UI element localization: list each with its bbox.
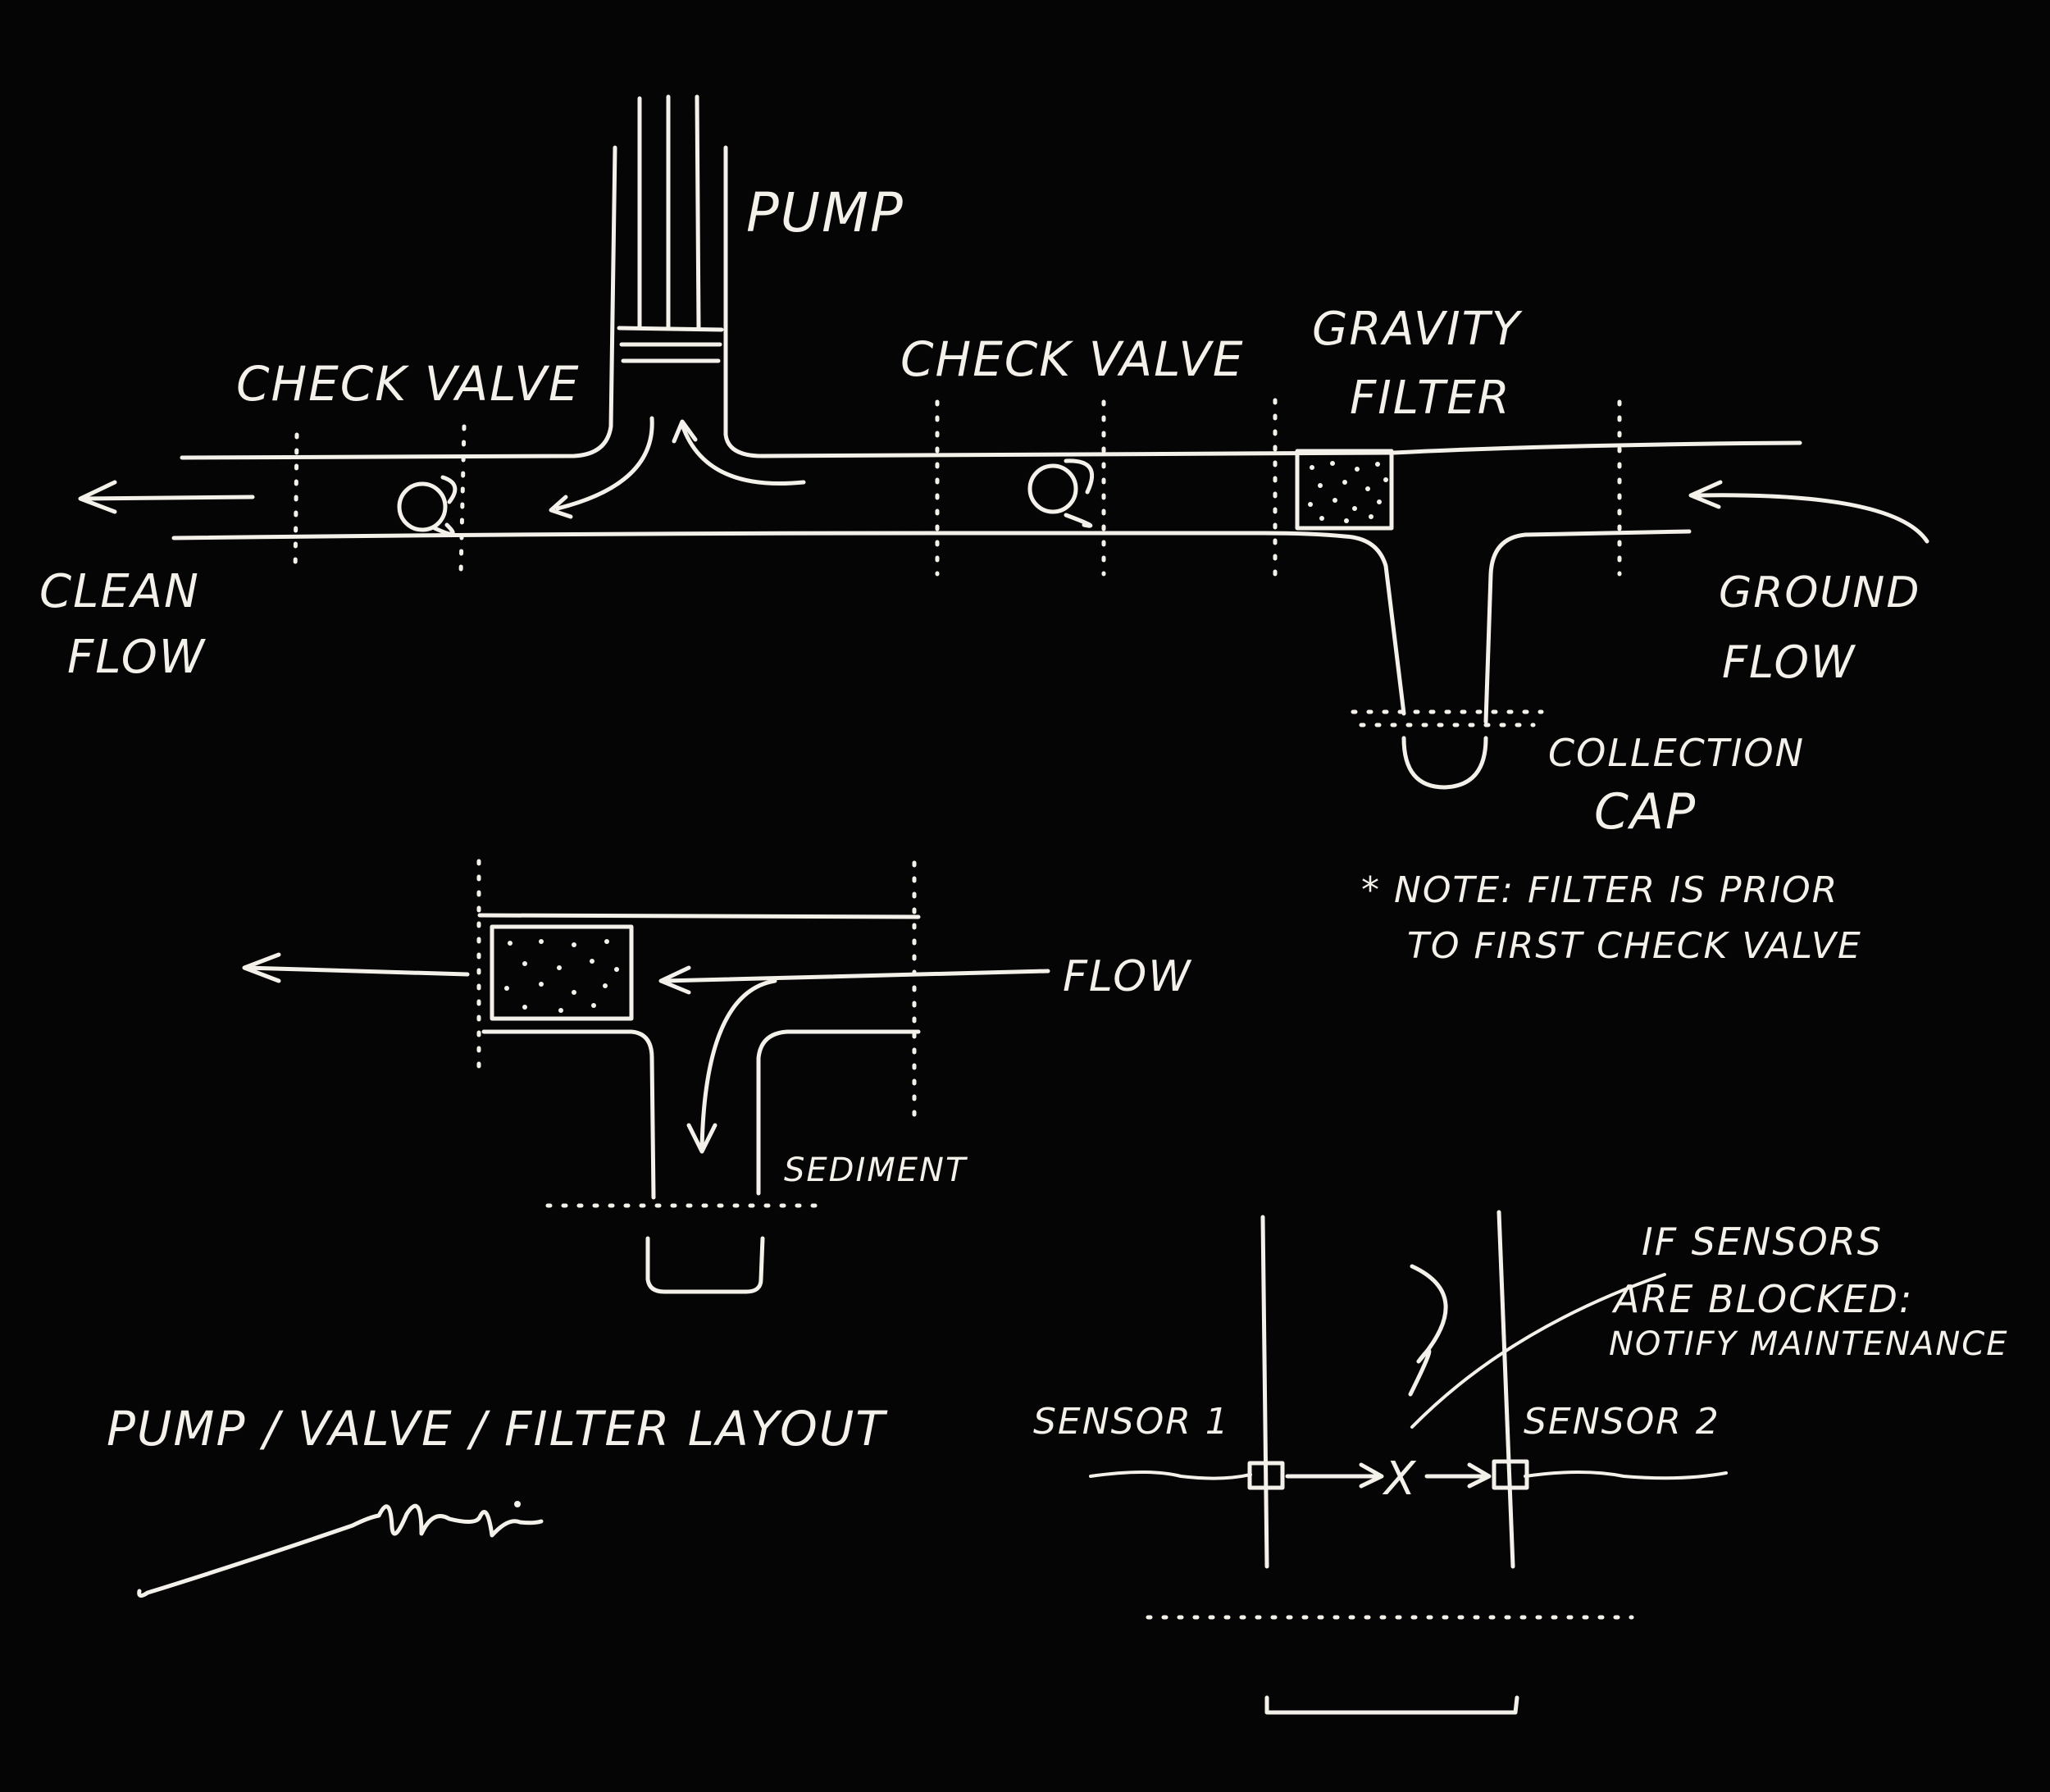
filter-media-dots [1308,461,1388,523]
collection-cap-icon [1404,738,1486,787]
pump-down-arrow-shaft [558,418,652,508]
collection-cap-label-2: CAP [1594,783,1697,841]
sensor-1-wire [1091,1472,1250,1479]
flow-label: FLOW [1063,952,1192,1001]
piston-line-1 [619,328,722,330]
main-pipe [174,148,1800,722]
sensor-2-wire [1525,1472,1726,1478]
sediment-in-arrow-shaft [664,971,1048,981]
sediment-media-dots [504,939,619,1013]
ground-flow-label-2: FLOW [1722,636,1856,688]
clean-flow-label-1: CLEAN [39,565,200,618]
diagram-title: PUMP / VALVE / FILTER LAYOUT [107,1401,888,1457]
sediment-out-arrow-shaft [246,968,467,974]
tee-right-wall [1486,531,1689,722]
collection-cap-label-1: COLLECTION [1548,731,1805,775]
clean-flow-label-2: FLOW [67,631,207,684]
pipe-bottom-wall [174,533,1345,538]
signature-stroke [139,1506,541,1595]
sediment-pipe-bottom-left [484,1032,654,1197]
gravity-filter-label-2: FILTER [1350,372,1511,425]
valve-left-boundary-b [461,426,464,574]
note-label-2: TO FIRST CHECK VALVE [1407,925,1862,967]
sensor-2-label: SENSOR 2 [1524,1401,1720,1443]
clean-flow-arrow-shaft [82,497,253,499]
valve-right-ball-icon [1030,466,1076,512]
ground-flow-label-1: GROUND [1719,568,1920,618]
sensor-cap-icon [1267,1698,1517,1712]
sediment-label: SEDIMENT [784,1151,968,1189]
pump-inner-line-3 [697,97,699,328]
tee-left-wall [1345,536,1404,714]
sensor-note-label-1: IF SENSORS [1642,1220,1883,1264]
valve-left-ball-icon [399,484,445,530]
sensor-note-label-2: ARE BLOCKED: [1611,1277,1913,1321]
sediment-filter-media-box [492,927,631,1019]
sediment-pipe-top-wall [480,915,918,917]
sediment-filter-detail [244,861,1048,1292]
blocked-mark: X [1382,1452,1417,1506]
ground-flow-arrow-shaft [1697,495,1927,541]
check-valve-left-label: CHECK VALVE [236,356,581,412]
sediment-cap-icon [648,1238,763,1292]
gravity-filter-label-1: GRAVITY [1312,303,1523,356]
signature-scribble [139,1501,541,1596]
sensor-note-label-3: NOTIFY MAINTENANCE [1609,1325,2009,1363]
signature-dot [514,1501,521,1507]
check-valve-left [295,426,464,574]
sensor-note-leader-arc [1410,1266,1446,1394]
valve-right-seat-bottom [1066,515,1091,526]
sensor-1-label: SENSOR 1 [1033,1401,1230,1443]
sensor-pipe-left-wall [1263,1217,1267,1566]
sediment-down-arrow-shaft [702,981,775,1148]
sensor-pipe-right-wall [1499,1212,1513,1566]
pump-label: PUMP [746,181,904,244]
check-valve-right-label: CHECK VALVE [900,331,1245,387]
note-label-1: * NOTE: FILTER IS PRIOR [1361,869,1838,911]
gravity-filter [1275,400,1620,787]
check-valve-right [937,402,1104,574]
